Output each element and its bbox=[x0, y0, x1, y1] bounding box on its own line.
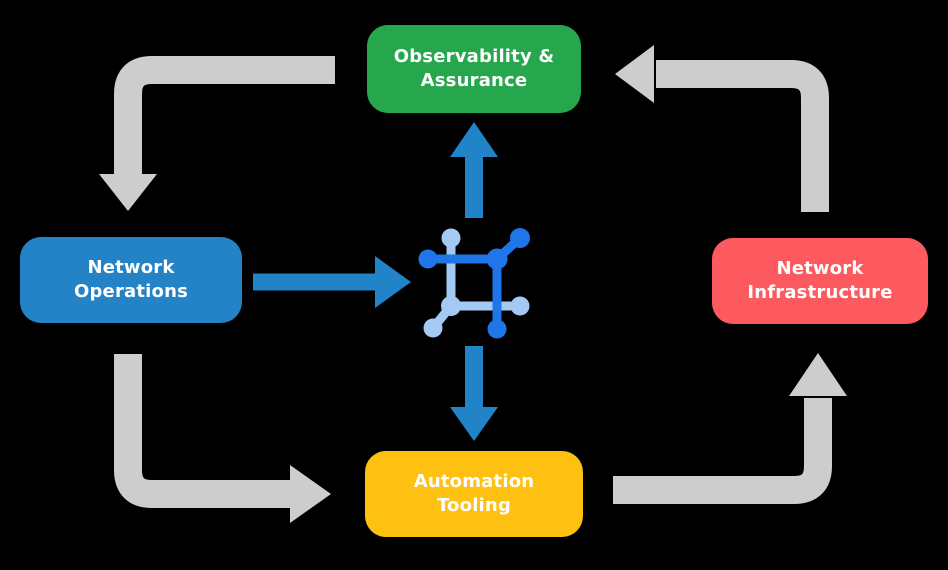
arrow-head bbox=[375, 256, 411, 308]
arrow-head bbox=[450, 407, 498, 441]
node-observability-assurance: Observability & Assurance bbox=[367, 25, 581, 113]
arrow-head bbox=[615, 45, 654, 103]
arrow-shaft bbox=[613, 398, 832, 504]
arrow-center-to-automation bbox=[450, 346, 498, 441]
arrow-automation-to-infrastructure bbox=[613, 353, 847, 504]
node-label-line: Automation bbox=[413, 471, 535, 493]
node-label-line: Tooling bbox=[436, 495, 512, 516]
arrow-operations-to-center bbox=[253, 256, 411, 308]
arrow-head bbox=[450, 122, 498, 157]
node-label-line: Operations bbox=[73, 281, 189, 302]
arrow-shaft bbox=[114, 56, 335, 176]
node-label-line: Assurance bbox=[420, 70, 528, 91]
arrow-head bbox=[290, 465, 331, 523]
arrow-center-to-observability bbox=[450, 122, 498, 218]
arrow-infrastructure-to-observability bbox=[615, 45, 829, 212]
node-label-line: Observability & bbox=[393, 46, 555, 68]
arrow-shaft bbox=[114, 354, 292, 508]
node-network-operations: Network Operations bbox=[20, 237, 242, 323]
arrow-head bbox=[99, 174, 157, 211]
network-fabric-icon bbox=[418, 228, 530, 339]
node-label-line: Network bbox=[776, 258, 864, 280]
node-automation-tooling: Automation Tooling bbox=[365, 451, 583, 537]
node-label-line: Network bbox=[87, 257, 175, 279]
arrow-observability-to-operations bbox=[99, 56, 335, 211]
network-fabric-icon-light-layer bbox=[423, 228, 530, 338]
node-label-line: Infrastructure bbox=[747, 282, 893, 303]
arrow-operations-to-automation bbox=[114, 354, 331, 523]
network-fabric-icon-dark-layer bbox=[418, 228, 530, 339]
node-network-infrastructure: Network Infrastructure bbox=[712, 238, 928, 324]
arrow-head bbox=[789, 353, 847, 396]
arrow-shaft bbox=[656, 60, 829, 212]
